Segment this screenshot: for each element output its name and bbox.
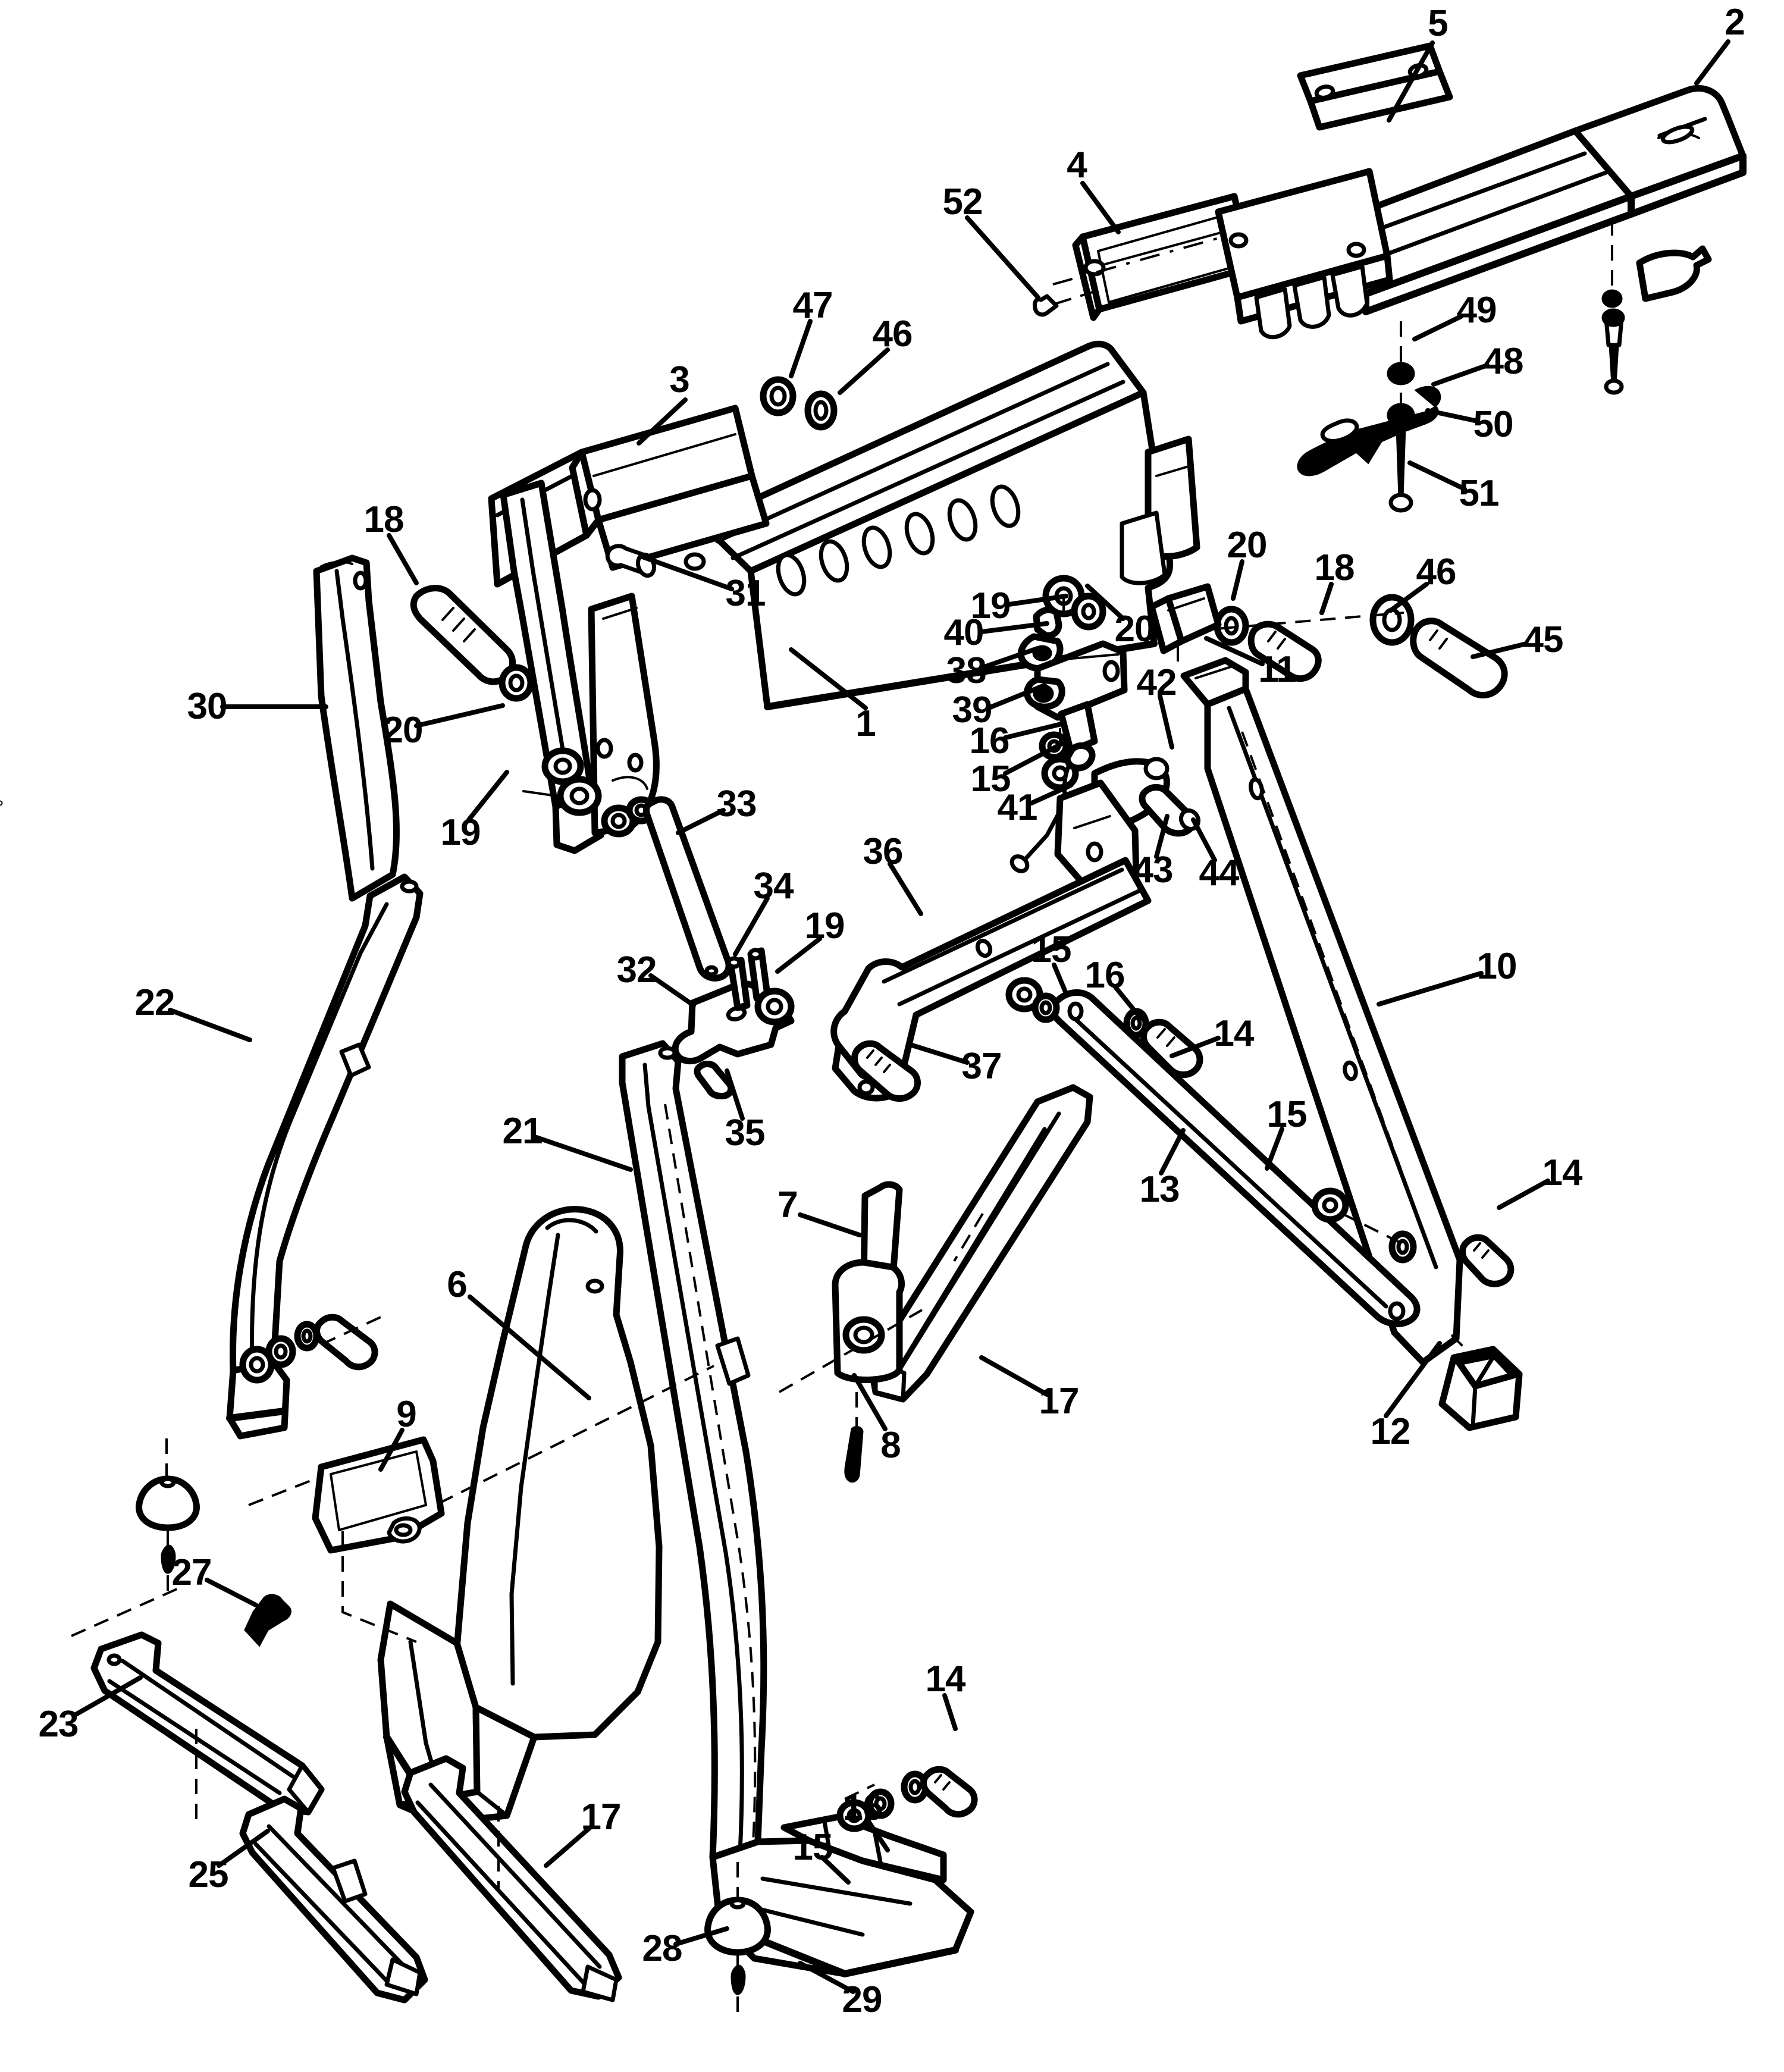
callout-number-16: 16 [842,1787,883,1828]
foot-pad-left [136,1438,200,1592]
part-13-brace [1005,977,1515,1327]
callout-number-34: 34 [753,866,794,907]
part-37-bolt [851,1040,921,1102]
callout-number-48: 48 [1483,341,1524,382]
callout-number-17: 17 [1039,1381,1080,1422]
callout-number-46: 46 [872,314,913,355]
part-19-nut-arm [754,988,795,1026]
callout-number-38: 38 [946,650,987,691]
callout-number-52: 52 [942,181,983,222]
callout-number-31: 31 [725,573,766,614]
callout-number-3: 3 [669,359,689,400]
callout-number-6: 6 [447,1264,467,1305]
callout-number-13: 13 [1139,1169,1180,1210]
fastener-right-45-46 [1195,594,1508,698]
callout-number-14: 14 [1214,1013,1255,1054]
callout-number-20: 20 [1227,525,1268,566]
callout-number-5: 5 [1428,3,1448,44]
part-17-tube-lower [401,1755,622,2002]
callout-number-18: 18 [1314,547,1355,588]
callout-number-45: 45 [1523,619,1564,660]
fastener-18-left [410,585,534,702]
part-5-plate [1297,42,1453,131]
left-frame-leg [500,479,660,854]
callout-number-50: 50 [1473,404,1514,445]
callout-number-7: 7 [777,1184,798,1225]
part-48-latch-lever [1297,321,1441,513]
callout-number-29: 29 [842,1979,883,2020]
part-11-block [1148,583,1222,669]
part-17-tube-upper [867,1084,1093,1403]
callout-number-20: 20 [1114,609,1155,650]
callout-number-43: 43 [1133,850,1174,891]
part-12-foot [1438,1334,1523,1431]
callout-number-19: 19 [440,812,481,853]
callout-number-4: 4 [1067,145,1087,186]
callout-number-44: 44 [1199,852,1240,894]
callout-number-8: 8 [880,1425,901,1466]
callout-number-18: 18 [363,499,405,540]
part-2-bracket-mid [1215,168,1393,340]
part-52-pin [1033,290,1095,317]
callout-number-42: 42 [1136,662,1177,703]
part-23-tube [71,1587,325,1826]
callout-number-15: 15 [792,1827,833,1868]
part-9-plate [248,1436,445,1643]
callout-number-2: 2 [1725,2,1745,43]
callout-number-28: 28 [642,1928,683,1969]
callout-number-16: 16 [969,720,1010,761]
callout-number-33: 33 [716,783,757,825]
callout-number-22: 22 [134,982,175,1023]
callout-number-15: 15 [970,758,1011,800]
callout-number-14: 14 [1542,1152,1583,1193]
part-8-pin [844,1392,864,1483]
callout-number-39: 39 [952,689,993,731]
part-1-main-beam [698,340,1200,710]
part-35-key [694,1061,735,1099]
callout-number-17: 17 [581,1797,622,1838]
callout-number-9: 9 [396,1394,416,1435]
callout-number-20: 20 [382,710,424,751]
part-30-left-leg [313,554,400,902]
part-33-rod [642,796,732,982]
callout-number-18: 18 [1314,547,1355,588]
part-25-tube [239,1795,428,2004]
callout-number-35: 35 [725,1112,766,1153]
callout-number-46: 46 [1416,551,1457,593]
callout-number-1: 1 [855,703,876,744]
callout-number-10: 10 [1476,946,1518,987]
callout-number-40: 40 [943,612,985,653]
fastener-stack-upper-right [1601,220,1712,395]
callout-number-32: 32 [616,949,657,990]
fastener-22-foot [239,1314,381,1384]
callout-number-41: 41 [997,787,1038,828]
callout-number-37: 37 [961,1046,1002,1087]
callout-number-36: 36 [863,831,904,872]
callout-number-15: 15 [1266,1094,1308,1135]
callout-number-12: 12 [1370,1411,1411,1452]
part-27-screw [244,1594,291,1647]
fastener-leg21 [836,1766,978,1832]
fastener-47-46 [760,376,838,431]
callout-number-15: 15 [1031,929,1072,970]
callout-number-51: 51 [1459,473,1500,514]
callout-number-27: 27 [171,1552,212,1593]
callout-number-23: 23 [38,1704,79,1745]
fastener-19-20-left [522,747,657,838]
callout-number-11: 11 [1258,649,1297,690]
callout-number-19: 19 [970,585,1011,626]
callout-number-49: 49 [1456,290,1497,331]
callout-number-16: 16 [1084,955,1125,996]
callout-number-14: 14 [925,1659,966,1700]
part-7-lever [779,1181,923,1393]
callout-number-21: 21 [502,1111,543,1152]
callout-number-25: 25 [188,1854,229,1895]
callout-number-47: 47 [792,285,833,326]
callout-number-30: 30 [187,686,228,727]
callout-number-19: 19 [804,905,845,946]
